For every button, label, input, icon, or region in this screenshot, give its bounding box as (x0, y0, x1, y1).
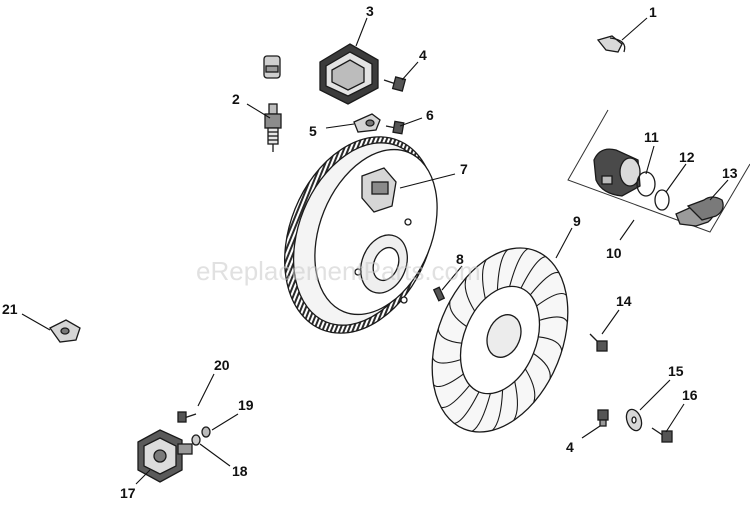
fan-blade (471, 393, 491, 432)
spark-plug-part (264, 103, 282, 152)
fan-blade (529, 271, 560, 296)
callout-4: 4 (419, 47, 427, 63)
fan-blade (509, 248, 529, 287)
fan-blade (464, 277, 476, 312)
callout-3: 3 (366, 3, 374, 19)
ignition-switch-part (593, 148, 641, 197)
fan-blade (520, 256, 546, 289)
fan-blade (533, 353, 551, 379)
callout-4-lower: 4 (566, 439, 574, 455)
callout-21: 21 (2, 301, 18, 317)
callout-8: 8 (456, 251, 464, 267)
callout-17: 17 (120, 485, 136, 501)
switch-washer-part (654, 189, 670, 211)
fan-blade (482, 259, 487, 299)
watermark-text: eReplacementParts.com (196, 256, 481, 286)
ignition-module-part (263, 10, 379, 105)
nut-part-19 (201, 426, 211, 438)
leader-lines (21, 17, 729, 485)
bracket-part (353, 113, 381, 133)
callout-19: 19 (238, 397, 254, 413)
callout-2: 2 (232, 91, 240, 107)
callout-15: 15 (668, 363, 684, 379)
callout-13: 13 (722, 165, 738, 181)
key-switch-group-box (567, 109, 750, 233)
bolt-part-14 (589, 333, 608, 352)
callout-labels: 1 2 3 4 5 6 7 8 9 10 11 12 13 14 15 16 4… (2, 3, 738, 501)
regulator-part (137, 429, 193, 483)
switch-keys-part (675, 196, 724, 227)
callout-11: 11 (644, 129, 659, 145)
fan-blade (492, 389, 504, 431)
fan-blade (437, 328, 462, 344)
fan-blade (513, 381, 518, 421)
fan-blade (538, 336, 563, 352)
fan-blade (449, 301, 467, 327)
callout-20: 20 (214, 357, 230, 373)
screw-part (385, 120, 405, 135)
washer-part (625, 408, 643, 432)
fan-part (431, 247, 569, 433)
callout-6: 6 (426, 107, 434, 123)
callout-9: 9 (573, 213, 581, 229)
callout-1: 1 (649, 4, 657, 20)
fan-blade (454, 391, 480, 424)
lock-washer-part (191, 434, 201, 446)
fan-blade (536, 292, 567, 307)
fan-blade (496, 249, 508, 291)
callout-14: 14 (616, 293, 632, 309)
fan-blade (432, 357, 461, 364)
callout-10: 10 (606, 245, 622, 261)
flywheel-part (284, 136, 438, 334)
fan-blade (524, 368, 536, 403)
callout-5: 5 (309, 123, 317, 139)
bolt-part-16 (651, 427, 673, 443)
wire-clip-part (49, 319, 81, 343)
key-part (432, 286, 446, 302)
nut-part-4-lower (597, 409, 609, 427)
screw-part-20 (177, 411, 197, 423)
bolt-part-4-upper (383, 76, 407, 92)
fan-blade (440, 384, 471, 409)
callout-12: 12 (679, 149, 695, 165)
callout-7: 7 (460, 161, 468, 177)
callout-18: 18 (232, 463, 248, 479)
clip-part (596, 35, 626, 53)
callout-16: 16 (682, 387, 698, 403)
fan-blade (539, 316, 568, 323)
fan-blade (433, 373, 464, 388)
